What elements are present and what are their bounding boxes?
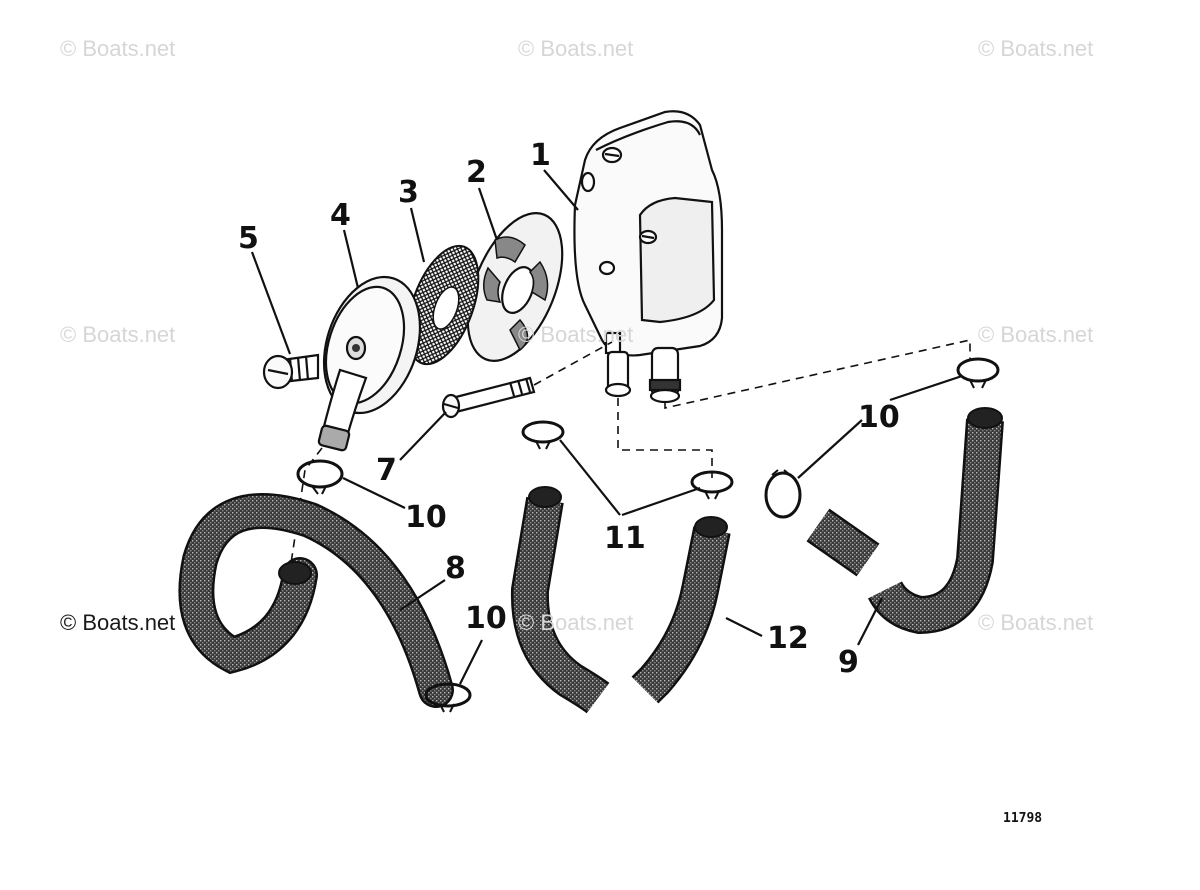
callout-1: 1 [530,138,551,173]
clamp-11-b [690,470,734,500]
callout-2: 2 [466,155,487,190]
callout-5: 5 [238,221,259,256]
callout-10-c: 10 [858,400,900,435]
callout-8: 8 [445,551,466,586]
hose-12 [631,516,731,704]
callout-10-b: 10 [465,601,507,636]
callout-11: 11 [604,521,646,556]
fuel-pump-body [573,110,724,404]
filter-screen [406,244,480,366]
hose-9 [806,407,1004,635]
watermark-top-right: © Boats.net [978,36,1094,61]
watermark-top-center: © Boats.net [518,36,634,61]
leader-lines [250,169,963,685]
clamp-10-b [424,682,472,713]
watermark-top-left: © Boats.net [60,36,176,61]
long-screw [441,376,536,419]
watermark-bottom-right: © Boats.net [978,610,1094,635]
clamp-10-c [764,469,802,519]
watermark-bottom-left: © Boats.net [60,610,176,635]
callout-10-a: 10 [405,500,447,535]
clamp-11-a [521,420,565,450]
connection-lines [289,339,971,571]
callout-4: 4 [330,198,351,233]
diaphragm-plate [466,212,564,362]
clamp-10-a [296,459,344,495]
hose-8 [178,493,454,708]
callouts: 1 2 3 4 5 7 8 9 10 10 10 11 12 11798 [238,138,1042,826]
watermark-bottom-center: © Boats.net [518,610,634,635]
figure-number: 11798 [1003,811,1042,826]
watermark-middle-right: © Boats.net [978,322,1094,347]
callout-12: 12 [767,621,809,656]
watermark-middle-center: © Boats.net [518,322,634,347]
watermark-middle-left: © Boats.net [60,322,176,347]
hose-11 [510,486,610,714]
callout-9: 9 [838,645,859,680]
callout-7: 7 [376,453,397,488]
callout-3: 3 [398,175,419,210]
cover-screw [262,353,320,390]
clamp-10-d [956,357,1000,389]
filter-cover [317,275,422,452]
